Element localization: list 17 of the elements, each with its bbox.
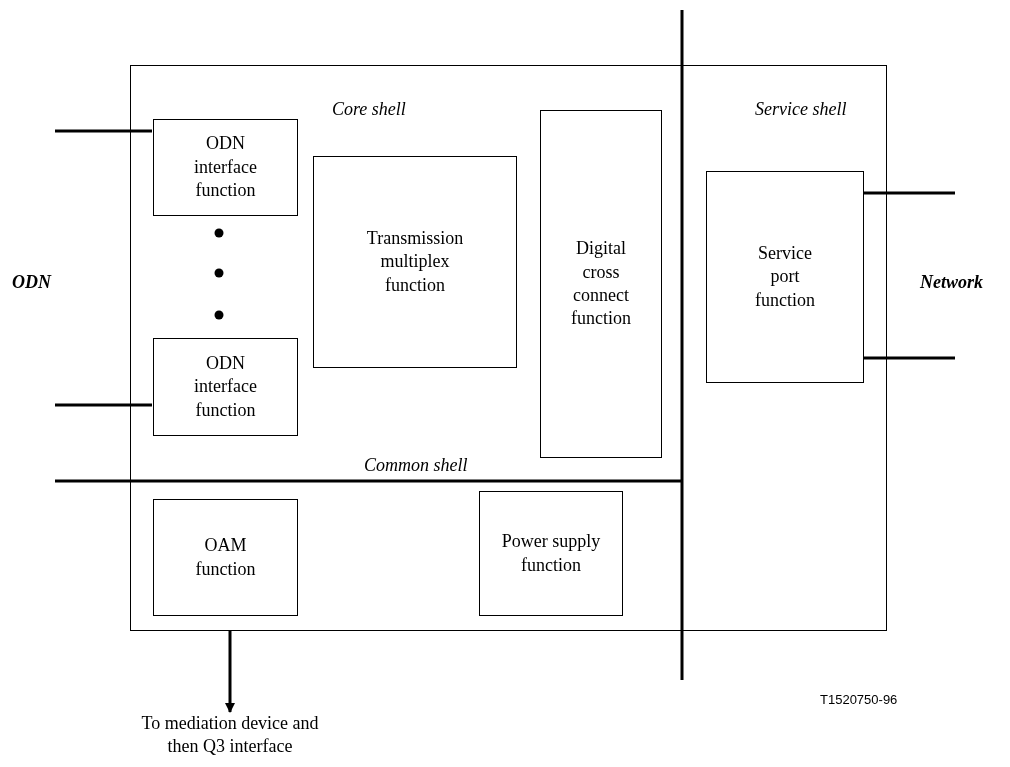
outer-frame [130,65,887,631]
side-label: ODN [11,272,53,293]
note-text: To mediation device and then Q3 interface [130,712,330,767]
function-box: OAM function [153,499,298,616]
function-box: Transmission multiplex function [313,156,517,368]
connector-line [55,129,152,133]
figure-code: T1520750-96 [819,692,899,707]
function-box: Digital cross connect function [540,110,662,458]
function-box: Service port function [706,171,864,383]
connector-line [863,191,955,195]
connector-line [863,356,955,360]
connector-line [55,403,152,407]
function-box: ODN interface function [153,338,298,436]
function-box: ODN interface function [153,119,298,216]
function-box: Power supply function [479,491,623,616]
arrow [225,631,235,713]
side-label: Network [919,272,984,293]
